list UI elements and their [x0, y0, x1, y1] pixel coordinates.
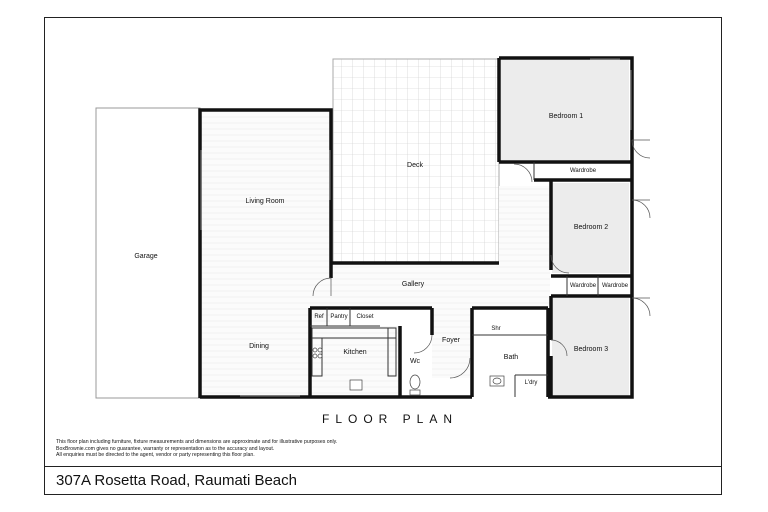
plan-title: FLOOR PLAN [322, 412, 459, 426]
room-label-pantry: Pantry [330, 314, 348, 320]
bedroom3-floor [552, 298, 629, 396]
room-label-living-room: Living Room [245, 198, 285, 205]
interior-lines [310, 162, 599, 397]
bedroom2-floor [552, 183, 629, 273]
bath-fixtures [409, 374, 505, 396]
room-label-ref: Ref [314, 314, 324, 320]
room-label-shr: Shr [491, 326, 501, 332]
bedroom1-floor [501, 60, 629, 160]
room-label-ldry: L'dry [524, 380, 538, 386]
kitchen-fixtures [312, 347, 363, 391]
foyer-floor [432, 308, 470, 378]
room-label-bath: Bath [503, 354, 519, 361]
room-label-wardrobe-b2: Wardrobe [569, 283, 597, 289]
room-label-bedroom2: Bedroom 2 [573, 224, 609, 231]
room-label-bedroom3: Bedroom 3 [573, 346, 609, 353]
room-label-bedroom1: Bedroom 1 [548, 113, 584, 120]
door-swings [312, 139, 651, 379]
page-frame [44, 17, 722, 495]
deck-area [332, 58, 500, 264]
hall-floor [499, 186, 551, 266]
room-label-garage: Garage [134, 253, 158, 260]
room-label-foyer: Foyer [442, 337, 460, 344]
disclaimer-line: This floor plan including furniture, fix… [56, 439, 338, 445]
window-marks [200, 58, 632, 397]
room-label-gallery: Gallery [401, 281, 425, 288]
disclaimer-line: BoxBrownie.com gives no guarantee, warra… [56, 445, 275, 452]
room-label-closet: Closet [356, 314, 374, 320]
room-label-wardrobe-b1: Wardrobe [569, 168, 597, 174]
disclaimer: This floor plan including furniture, fix… [56, 439, 416, 459]
room-label-dining: Dining [249, 343, 269, 350]
gallery-floor [330, 263, 550, 308]
room-label-wardrobe-b3: Wardrobe [601, 283, 629, 289]
room-label-kitchen: Kitchen [343, 349, 367, 356]
property-address: 307A Rosetta Road, Raumati Beach [56, 472, 297, 489]
room-label-wc: Wc [409, 358, 421, 365]
footer-separator [44, 466, 722, 467]
room-label-deck: Deck [407, 162, 423, 169]
disclaimer-line: All enquiries must be directed to the ag… [56, 452, 255, 459]
